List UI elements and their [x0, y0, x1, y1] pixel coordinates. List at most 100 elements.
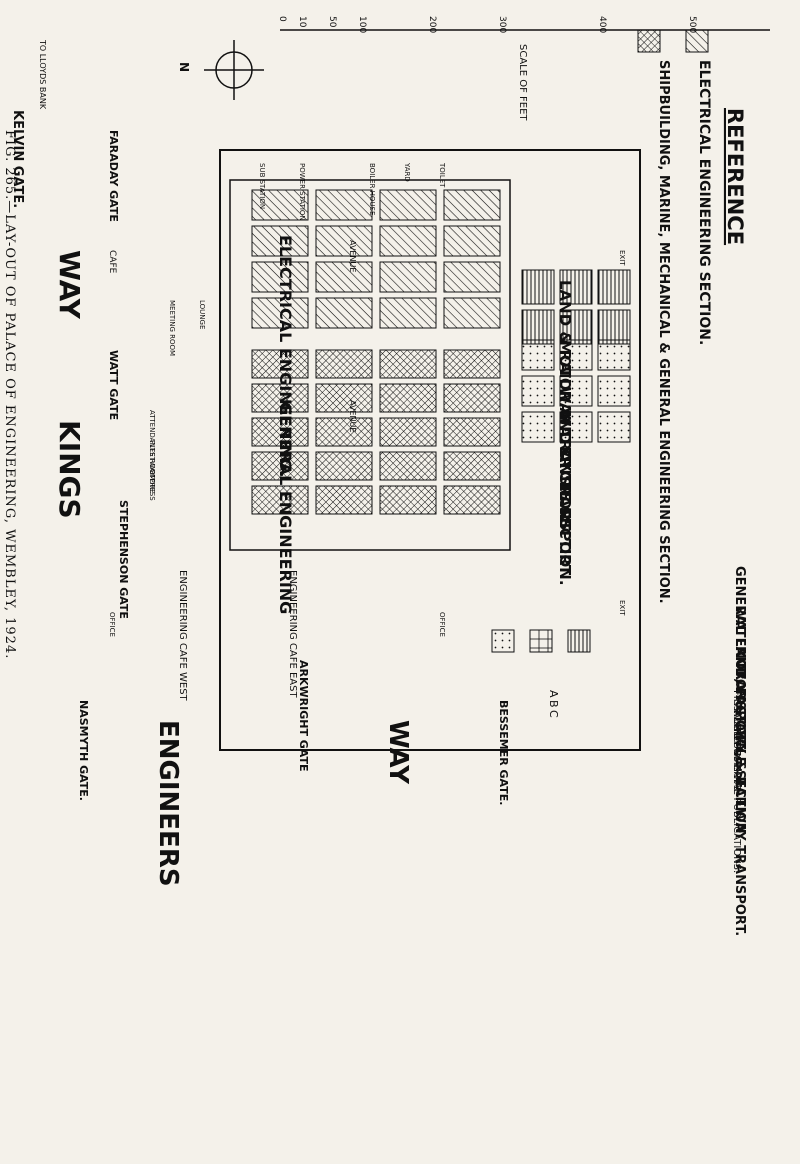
gate-nasmyth: NASMYTH GATE.: [77, 700, 90, 801]
general-block-19: [315, 485, 373, 515]
road-engineers: ENGINEERS: [153, 720, 183, 887]
electrical-block-9: [443, 261, 501, 293]
general-block-3: [315, 349, 373, 379]
room-yard: YARD: [403, 162, 411, 182]
electrical-block-2: [379, 189, 437, 221]
electrical-block-5: [443, 225, 501, 257]
section-electrical-label: ELECTRICAL ENGINEERING.: [276, 235, 295, 477]
legend-swatch-land: [567, 629, 591, 653]
legend-swatch-water: [529, 629, 553, 653]
room-attendants: ATTENDANTS ROOM: [148, 410, 156, 481]
land-block-2: [559, 269, 593, 305]
section-motor-label: MOTOR AND CYCLE SECTION.: [556, 340, 574, 586]
motor-block-9: [521, 411, 555, 443]
section-water-label: WATER TRANSPORT: [556, 410, 574, 576]
room-office-2: OFFICE: [438, 612, 446, 637]
electrical-block-4: [251, 189, 309, 221]
legend-swatch-general: [637, 29, 661, 53]
room-cafe-west: ENGINEERING CAFE WEST: [177, 570, 188, 702]
legend-label-water: WATER TRANSPORT.: [732, 606, 747, 752]
motor-block-7: [597, 411, 631, 443]
motor-block-6: [521, 375, 555, 407]
motor-block-2: [559, 339, 593, 371]
legend-code-a: A: [547, 690, 560, 698]
scale-bar: SCALE OF FEET 0 10 50 100 200 300 400 50…: [277, 16, 770, 121]
land-transport-blocks: [521, 269, 631, 345]
general-block-11: [315, 417, 373, 447]
electrical-block-12: [251, 261, 309, 293]
exit-label-1: EXIT: [618, 600, 626, 616]
scale-tick-300: 300: [497, 16, 507, 33]
electrical-section-blocks: [251, 189, 501, 329]
scale-tick-50: 50: [327, 16, 337, 28]
avenue-label-2: AVENUE: [348, 400, 357, 432]
land-block-1: [597, 269, 631, 305]
north-letter: N: [177, 62, 191, 72]
scale-tick-200: 200: [427, 16, 437, 33]
general-block-15: [315, 451, 373, 481]
motor-block-8: [559, 411, 593, 443]
electrical-block-1: [443, 189, 501, 221]
room-meeting: MEETING ROOM: [168, 300, 176, 356]
road-way-bottom: WAY: [383, 720, 413, 785]
reference-legend: REFERENCE ELECTRICAL ENGINEERING SECTION…: [491, 29, 747, 936]
electrical-block-7: [315, 225, 373, 257]
avenue-label-1: AVENUE: [348, 240, 357, 272]
motor-block-4: [597, 375, 631, 407]
road-kings: KINGS: [53, 420, 86, 519]
general-block-6: [379, 383, 437, 413]
legend-code-c: C: [547, 710, 560, 718]
scale-tick-0: 0: [277, 16, 287, 22]
gate-watt: WATT GATE: [107, 350, 120, 420]
legend-code-b: B: [547, 700, 560, 708]
exit-label-2: EXIT: [618, 250, 626, 266]
gate-stephenson: STEPHENSON GATE: [117, 500, 130, 619]
legend-label-electrical: ELECTRICAL ENGINEERING SECTION.: [696, 60, 712, 345]
general-block-14: [379, 451, 437, 481]
room-lounge: LOUNGE: [198, 300, 206, 329]
electrical-block-15: [315, 297, 373, 329]
general-engineering-blocks: [251, 349, 501, 515]
motor-block-1: [597, 339, 631, 371]
general-block-17: [443, 485, 501, 515]
legend-label-general: SHIPBUILDING, MARINE, MECHANICAL & GENER…: [656, 60, 671, 604]
room-power-station: POWER STATION: [298, 163, 306, 221]
motor-block-5: [559, 375, 593, 407]
room-office-1: OFFICE: [108, 612, 116, 637]
general-block-10: [379, 417, 437, 447]
to-lloyds-bank: TO LLOYDS BANK: [38, 39, 47, 110]
electrical-block-14: [379, 297, 437, 329]
gate-faraday: FARADAY GATE: [107, 130, 120, 222]
land-block-3: [521, 269, 555, 305]
motor-block-3: [521, 339, 555, 371]
plan-outline: [219, 149, 641, 751]
legend-swatch-electrical: [685, 29, 709, 53]
general-block-1: [443, 349, 501, 379]
general-block-18: [379, 485, 437, 515]
room-sub-station: SUB STATION: [258, 163, 266, 209]
general-block-5: [443, 383, 501, 413]
electrical-block-6: [379, 225, 437, 257]
legend-label-motor: MOTOR & CYCLE SECTION: [732, 646, 747, 833]
general-block-9: [443, 417, 501, 447]
electrical-block-16: [251, 297, 309, 329]
scale-label: SCALE OF FEET: [517, 44, 528, 121]
legend-label-stall: STALL OF OFFICIAL PUBLICATIONS.: [731, 700, 742, 873]
scale-tick-100: 100: [357, 16, 367, 33]
legend-label-land: GENERAL LAND, FACTORY, & RAILWAY TRANSPO…: [732, 566, 747, 936]
general-block-8: [251, 383, 309, 413]
room-cafe-east: ENGINEERING CAFE EAST: [287, 570, 298, 698]
electrical-block-10: [379, 261, 437, 293]
general-block-4: [251, 349, 309, 379]
room-toilet: TOILET: [438, 162, 446, 188]
room-cafe: CAFE: [107, 250, 117, 274]
room-boiler-house: BOILER HOUSE: [368, 163, 376, 215]
legend-label-first-aid: FIRST AID POST.: [731, 690, 742, 770]
reference-title: REFERENCE: [723, 108, 747, 245]
road-way: WAY: [53, 250, 86, 320]
scale-tick-400: 400: [597, 16, 607, 33]
scale-tick-500: 500: [687, 16, 697, 33]
